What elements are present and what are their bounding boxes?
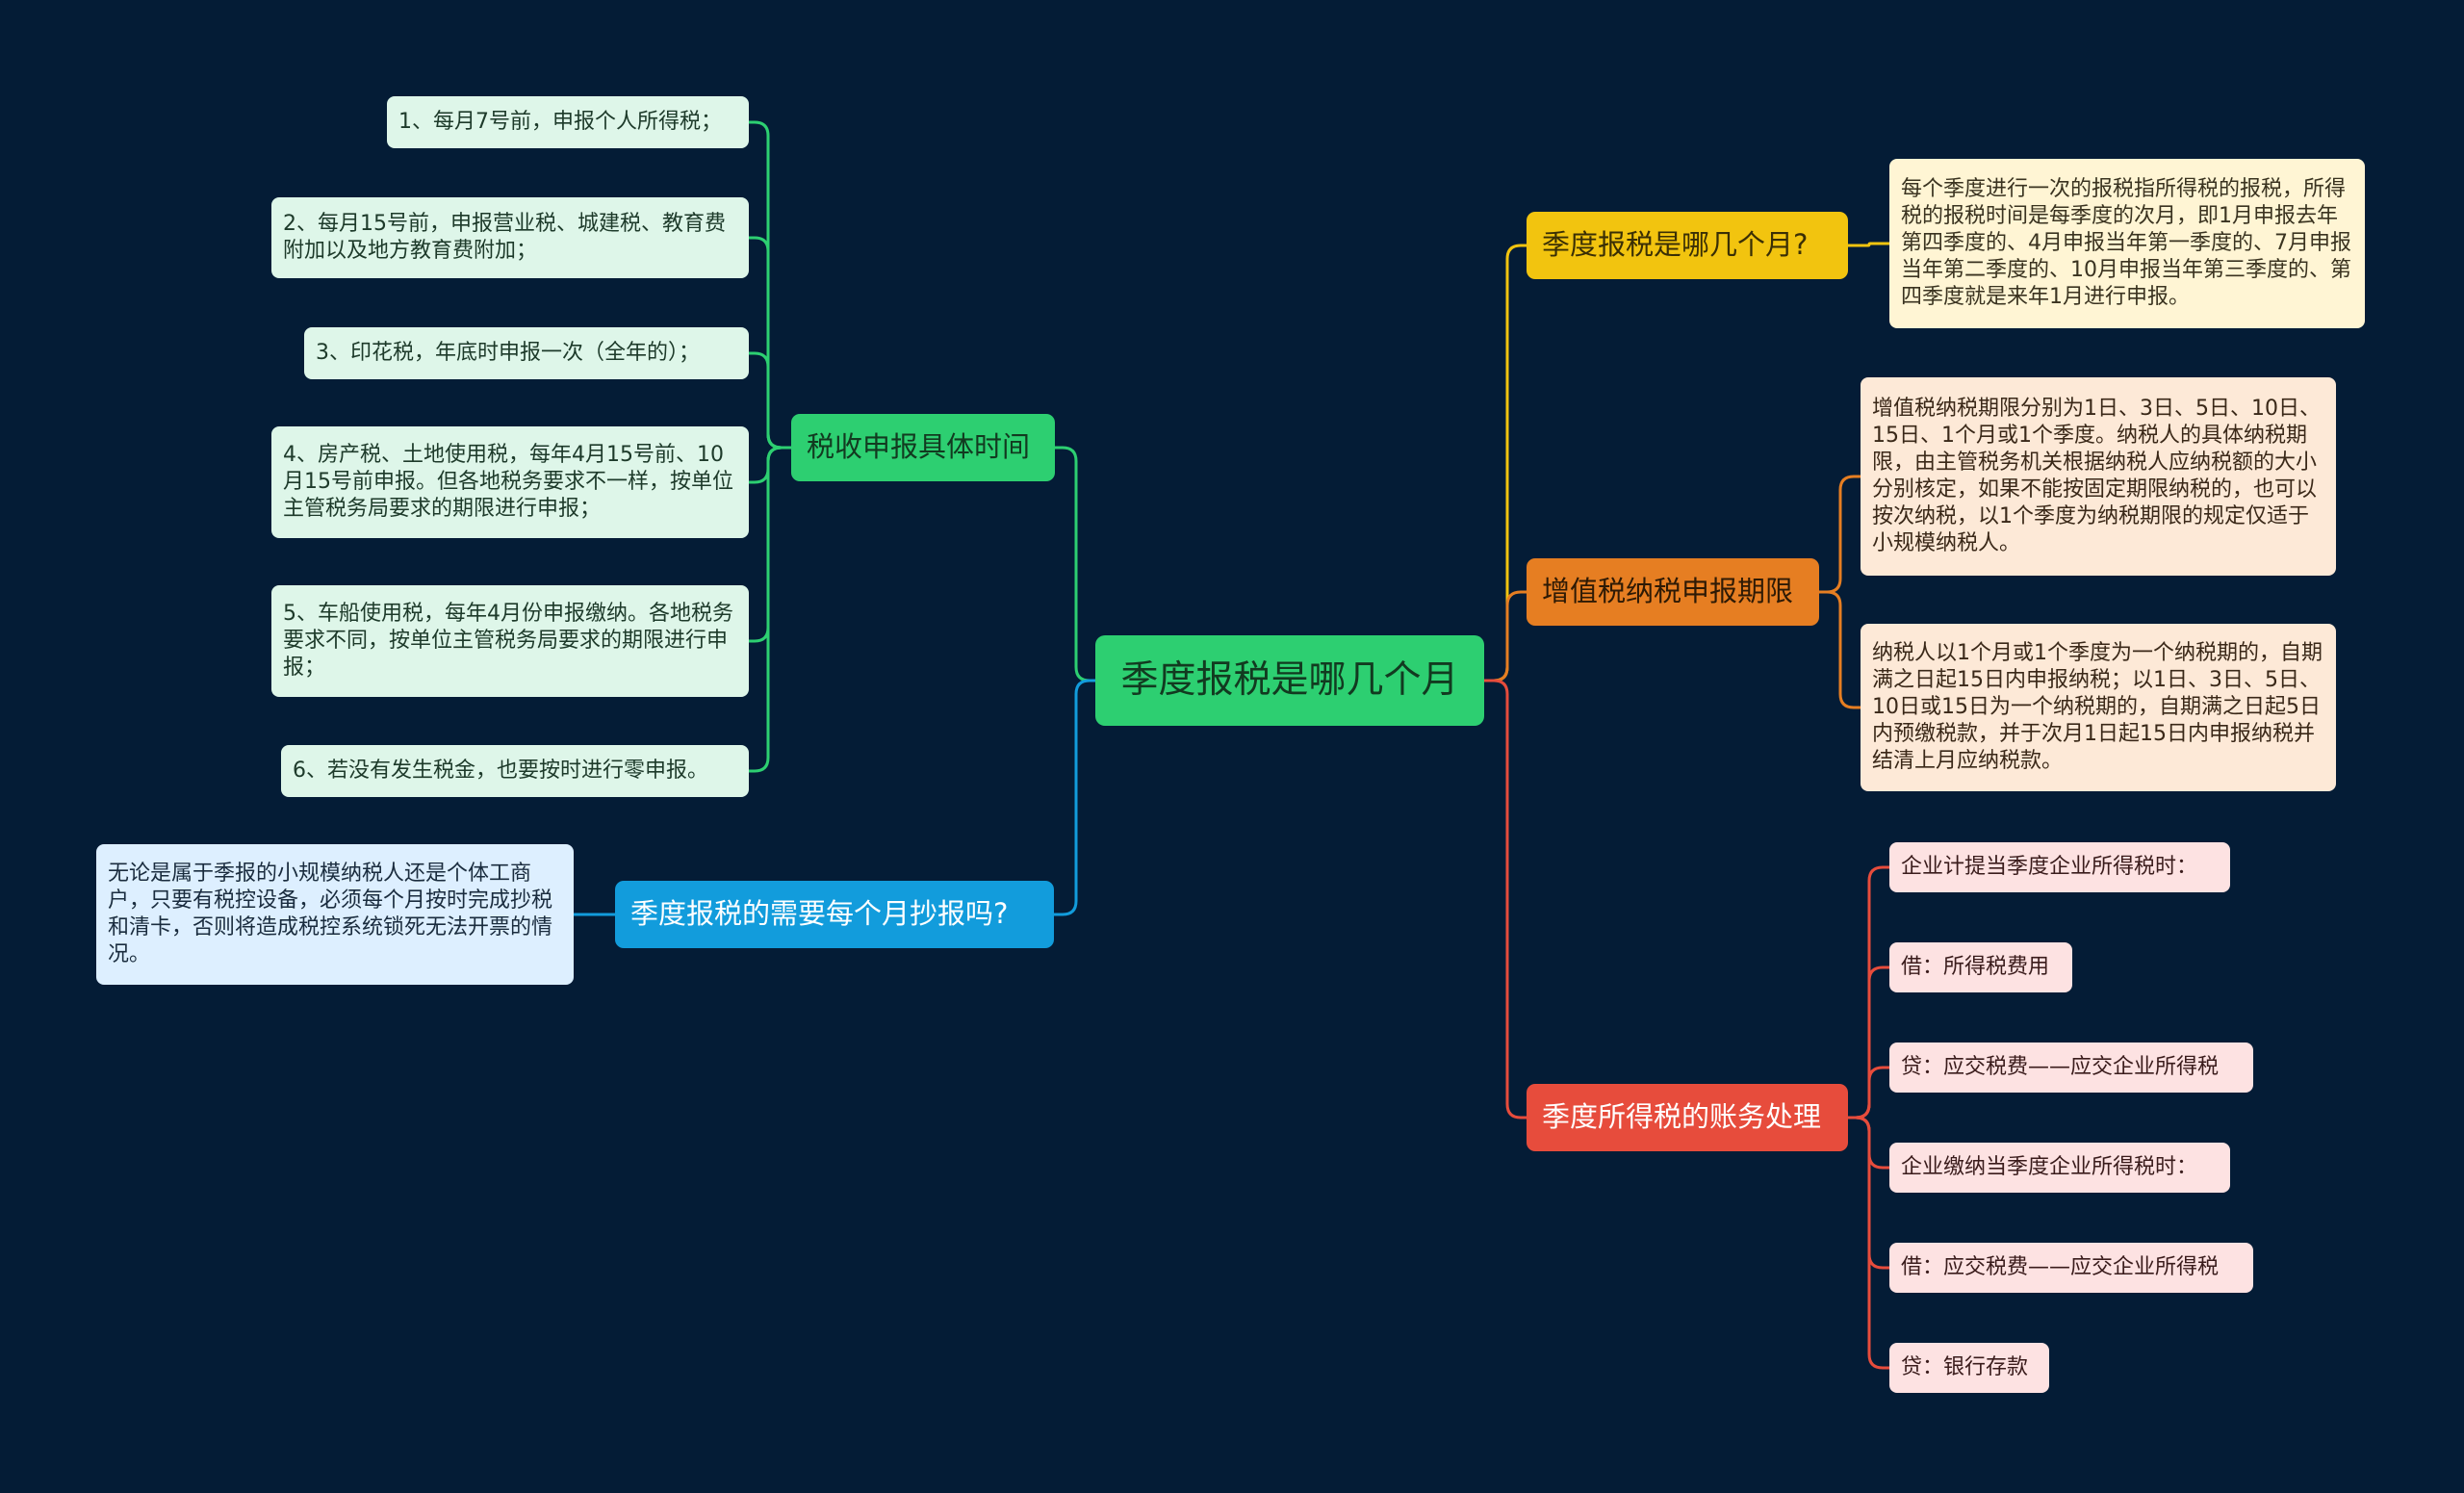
branch-vat-deadline[interactable]: 增值税纳税申报期限 (1527, 558, 1819, 626)
link-vat-note-1 (1817, 475, 1862, 594)
accounting-item-6-text: 贷：银行存款 (1901, 1354, 2029, 1379)
link-root-schedule (1053, 446, 1097, 682)
accounting-item-3[interactable]: 贷：应交税费——应交企业所得税 (1889, 1043, 2253, 1093)
branch-which-months-label: 季度报税是哪几个月? (1542, 228, 1809, 262)
schedule-item-5-text: 5、车船使用税，每年4月份申报缴纳。各地税务要求不同，按单位主管税务局要求的期限… (283, 601, 733, 681)
link-schedule-item-2 (747, 236, 793, 450)
schedule-item-2-text: 2、每月15号前，申报营业税、城建税、教育费附加以及地方教育费附加； (283, 211, 726, 263)
accounting-item-2-text: 借：所得税费用 (1901, 954, 2050, 979)
link-which-note (1846, 242, 1891, 247)
accounting-item-5[interactable]: 借：应交税费——应交企业所得税 (1889, 1243, 2253, 1293)
branch-monthly-copy-label: 季度报税的需要每个月抄报吗? (630, 897, 1009, 931)
monthly-copy-note-text: 无论是属于季报的小规模纳税人还是个体工商户，只要有税控设备，必须每个月按时完成抄… (108, 861, 553, 967)
accounting-item-3-text: 贷：应交税费——应交企业所得税 (1901, 1054, 2220, 1079)
root-topic-label: 季度报税是哪几个月 (1120, 658, 1459, 703)
link-accounting-item-6 (1846, 1116, 1891, 1370)
vat-deadline-note-1-text: 增值税纳税期限分别为1日、3日、5日、10日、15日、1个月或1个季度。纳税人的… (1872, 396, 2321, 556)
link-schedule-item-6 (747, 446, 793, 773)
schedule-item-1-text: 1、每月7号前，申报个人所得税； (398, 109, 722, 134)
accounting-item-2[interactable]: 借：所得税费用 (1889, 942, 2072, 992)
schedule-item-4-text: 4、房产税、土地使用税，每年4月15号前、10月15号前申报。但各地税务要求不一… (283, 442, 733, 522)
branch-accounting[interactable]: 季度所得税的账务处理 (1527, 1084, 1848, 1151)
accounting-item-1-text: 企业计提当季度企业所得税时： (1901, 854, 2198, 879)
accounting-item-4[interactable]: 企业缴纳当季度企业所得税时： (1889, 1143, 2230, 1193)
branch-vat-deadline-label: 增值税纳税申报期限 (1542, 575, 1794, 608)
link-vat-note-2 (1817, 590, 1862, 709)
schedule-item-3-text: 3、印花税，年底时申报一次（全年的）； (316, 340, 700, 365)
link-accounting-item-3 (1846, 1066, 1891, 1120)
branch-filing-schedule-label: 税收申报具体时间 (807, 430, 1031, 464)
link-root-vat (1482, 590, 1528, 682)
link-root-monthly (1052, 679, 1097, 916)
root-topic[interactable]: 季度报税是哪几个月 (1095, 635, 1484, 726)
schedule-item-6-text: 6、若没有发生税金，也要按时进行零申报。 (293, 758, 708, 783)
link-schedule-item-3 (747, 351, 793, 450)
schedule-item-2[interactable]: 2、每月15号前，申报营业税、城建税、教育费附加以及地方教育费附加； (271, 197, 749, 278)
branch-monthly-copy[interactable]: 季度报税的需要每个月抄报吗? (615, 881, 1054, 948)
link-schedule-item-1 (747, 120, 793, 450)
vat-deadline-note-2[interactable]: 纳税人以1个月或1个季度为一个纳税期的，自期满之日起15日内申报纳税；以1日、3… (1861, 624, 2336, 791)
branch-filing-schedule[interactable]: 税收申报具体时间 (791, 414, 1055, 481)
schedule-item-1[interactable]: 1、每月7号前，申报个人所得税； (387, 96, 749, 148)
branch-accounting-label: 季度所得税的账务处理 (1542, 1100, 1822, 1134)
accounting-item-5-text: 借：应交税费——应交企业所得税 (1901, 1254, 2220, 1279)
vat-deadline-note-2-text: 纳税人以1个月或1个季度为一个纳税期的，自期满之日起15日内申报纳税；以1日、3… (1872, 640, 2323, 774)
monthly-copy-note[interactable]: 无论是属于季报的小规模纳税人还是个体工商户，只要有税控设备，必须每个月按时完成抄… (96, 844, 574, 985)
which-months-note-text: 每个季度进行一次的报税指所得税的报税，所得税的报税时间是每季度的次月，即1月申报… (1901, 176, 2351, 310)
link-schedule-item-5 (747, 446, 793, 643)
vat-deadline-note-1[interactable]: 增值税纳税期限分别为1日、3日、5日、10日、15日、1个月或1个季度。纳税人的… (1861, 377, 2336, 576)
accounting-item-4-text: 企业缴纳当季度企业所得税时： (1901, 1154, 2198, 1179)
link-root-which (1482, 244, 1528, 682)
schedule-item-5[interactable]: 5、车船使用税，每年4月份申报缴纳。各地税务要求不同，按单位主管税务局要求的期限… (271, 585, 749, 697)
schedule-item-6[interactable]: 6、若没有发生税金，也要按时进行零申报。 (281, 745, 749, 797)
schedule-item-4[interactable]: 4、房产税、土地使用税，每年4月15号前、10月15号前申报。但各地税务要求不一… (271, 426, 749, 538)
link-root-accounting (1482, 679, 1528, 1120)
branch-which-months[interactable]: 季度报税是哪几个月? (1527, 212, 1848, 279)
schedule-item-3[interactable]: 3、印花税，年底时申报一次（全年的）； (304, 327, 749, 379)
accounting-item-6[interactable]: 贷：银行存款 (1889, 1343, 2049, 1393)
accounting-item-1[interactable]: 企业计提当季度企业所得税时： (1889, 842, 2230, 892)
which-months-note[interactable]: 每个季度进行一次的报税指所得税的报税，所得税的报税时间是每季度的次月，即1月申报… (1889, 159, 2365, 328)
